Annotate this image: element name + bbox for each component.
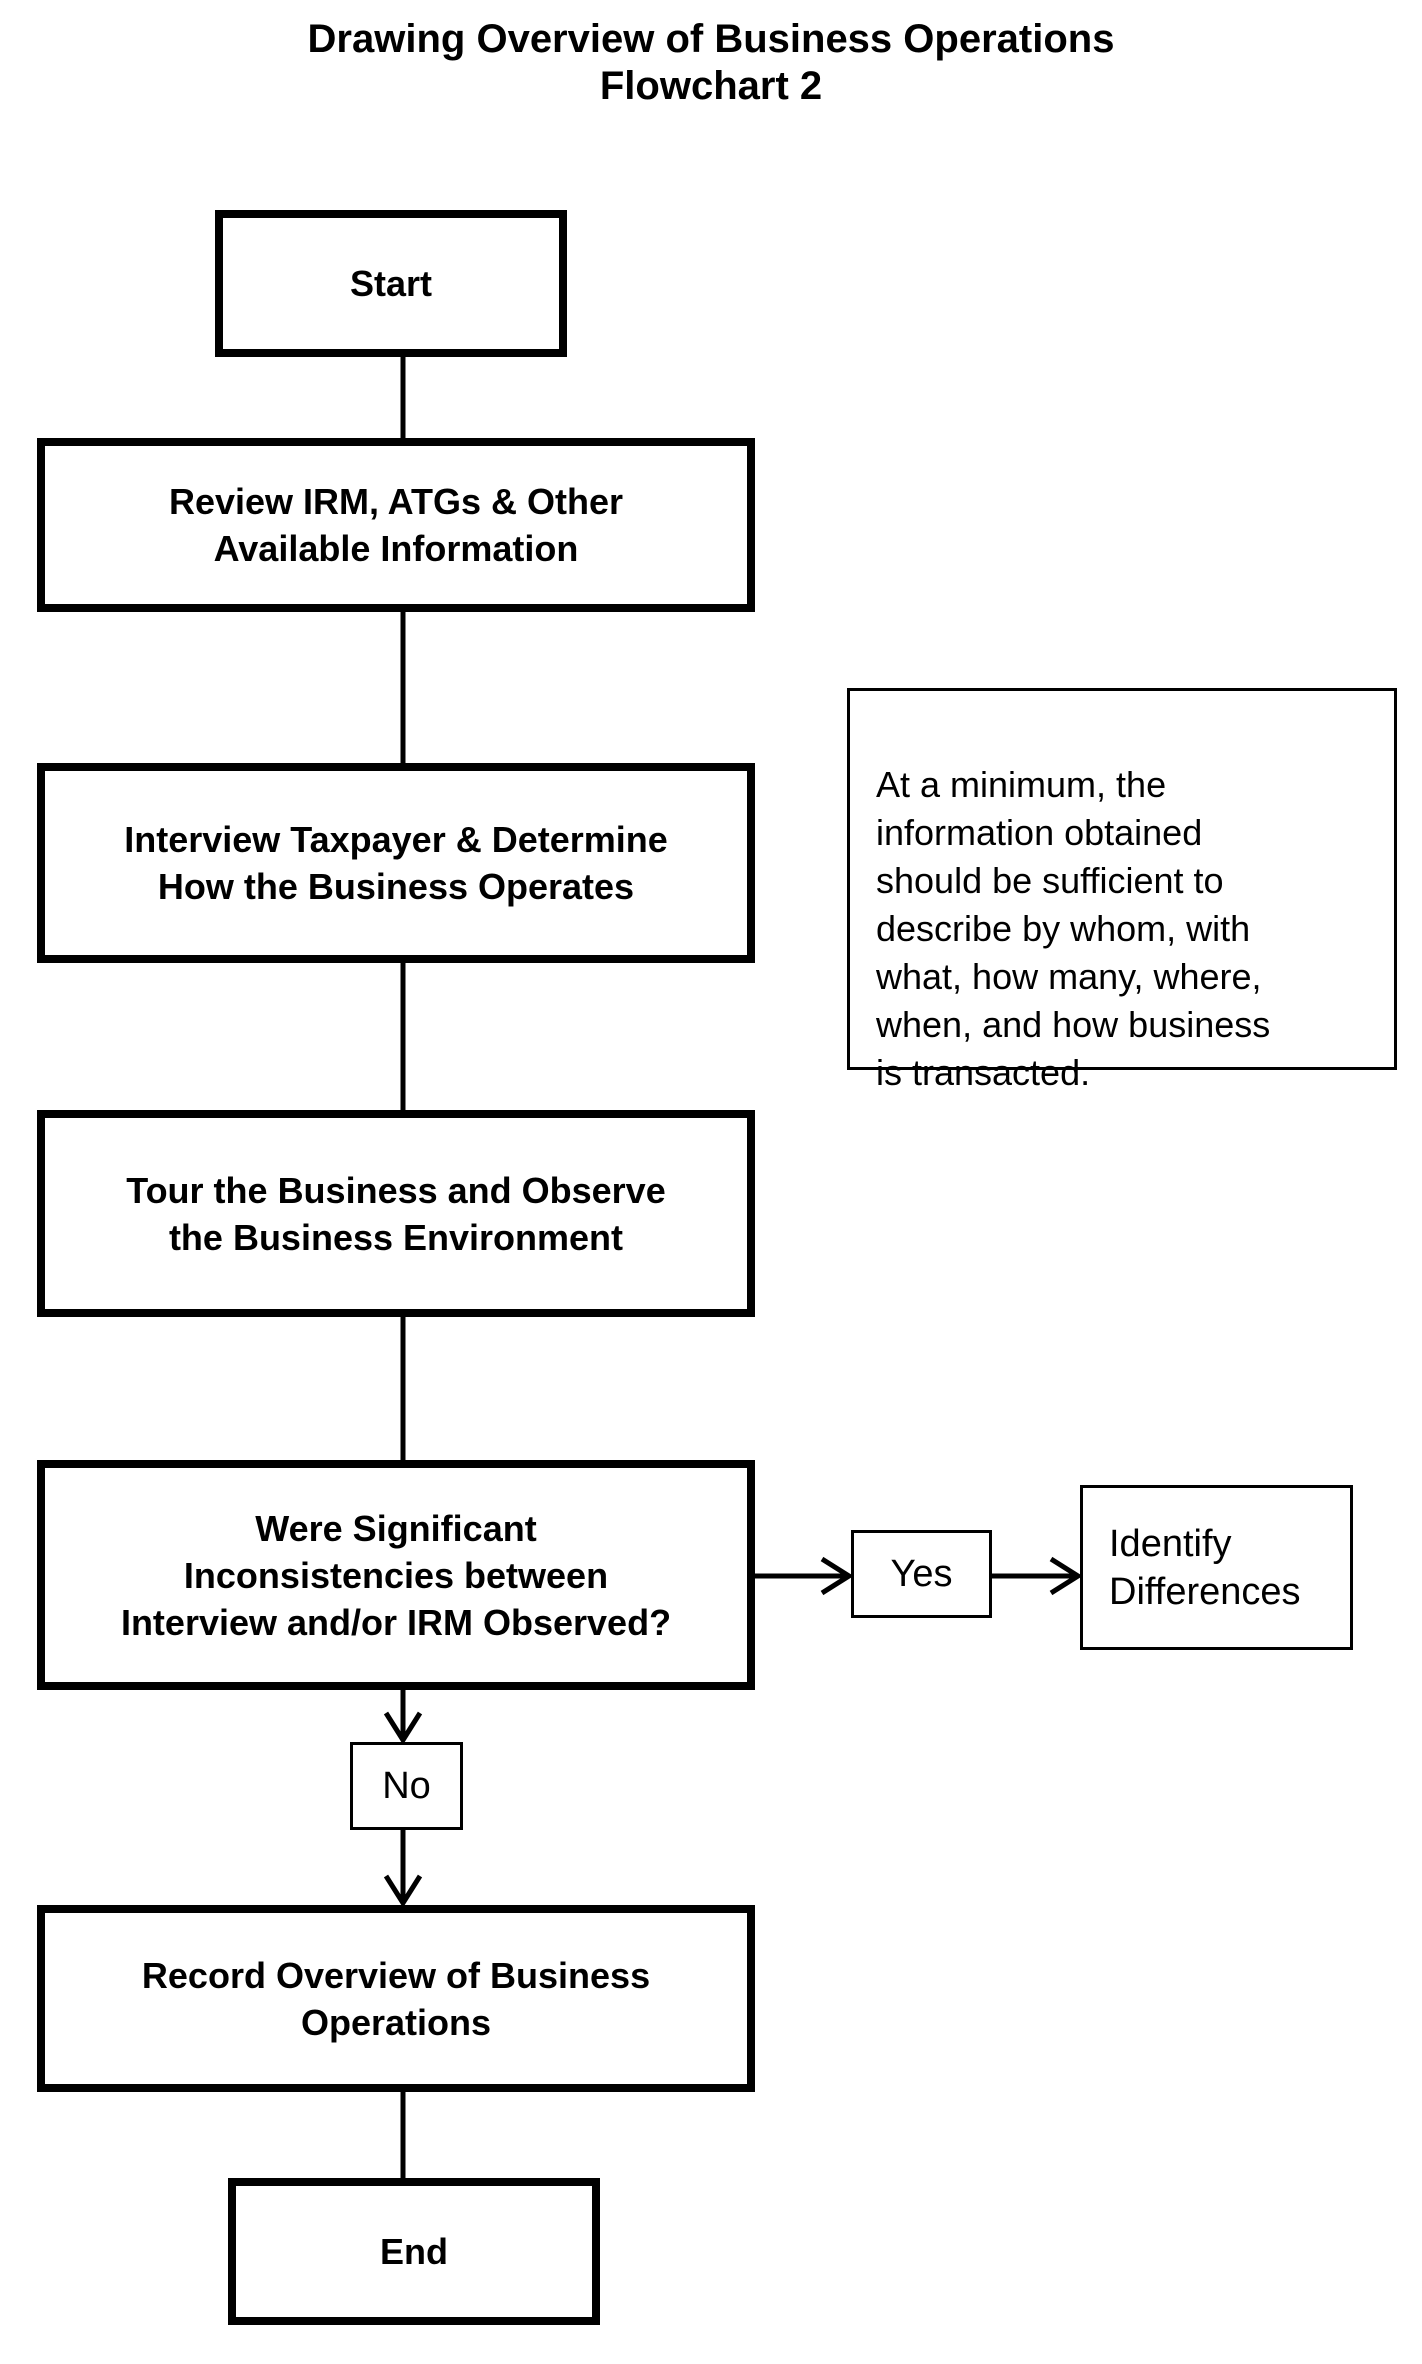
- arrowhead-into-no: [383, 1711, 423, 1745]
- no-label: No: [382, 1765, 431, 1807]
- arrowhead-into-identify: [1049, 1556, 1083, 1596]
- flowchart-node-yes: Yes: [851, 1530, 992, 1618]
- tour-business-label: Tour the Business and Observe the Busine…: [126, 1169, 666, 1258]
- flowchart-node-review-irm: Review IRM, ATGs & Other Available Infor…: [37, 438, 755, 612]
- page-title: Drawing Overview of Business Operations …: [307, 17, 1115, 108]
- start-label: Start: [349, 263, 433, 304]
- annotation-note-text: At a minimum, the information obtained s…: [876, 764, 1271, 1093]
- arrowhead-into-record: [383, 1874, 423, 1908]
- flowchart-node-start: Start: [215, 210, 567, 357]
- interview-taxpayer-label: Interview Taxpayer & Determine How the B…: [124, 819, 668, 907]
- identify-differences-label: Identify Differences: [1109, 1522, 1301, 1613]
- flowchart-node-tour-business: Tour the Business and Observe the Busine…: [37, 1110, 755, 1317]
- flowchart-node-interview-taxpayer: Interview Taxpayer & Determine How the B…: [37, 763, 755, 963]
- flowchart-node-end: End: [228, 2178, 600, 2325]
- flowchart-node-identify-differences: Identify Differences: [1080, 1485, 1353, 1650]
- flowchart-node-no: No: [350, 1742, 463, 1830]
- end-label: End: [380, 2231, 448, 2272]
- flowchart-node-record-overview: Record Overview of Business Operations: [37, 1905, 755, 2092]
- decision-inconsistencies-label: Were Significant Inconsistencies between…: [120, 1507, 672, 1643]
- yes-label: Yes: [890, 1553, 953, 1595]
- review-irm-label: Review IRM, ATGs & Other Available Infor…: [168, 481, 624, 569]
- arrowhead-into-yes: [820, 1556, 854, 1596]
- record-overview-label: Record Overview of Business Operations: [141, 1954, 651, 2043]
- annotation-note-box: At a minimum, the information obtained s…: [847, 688, 1397, 1093]
- flowchart-node-decision-inconsistencies: Were Significant Inconsistencies between…: [37, 1460, 755, 1690]
